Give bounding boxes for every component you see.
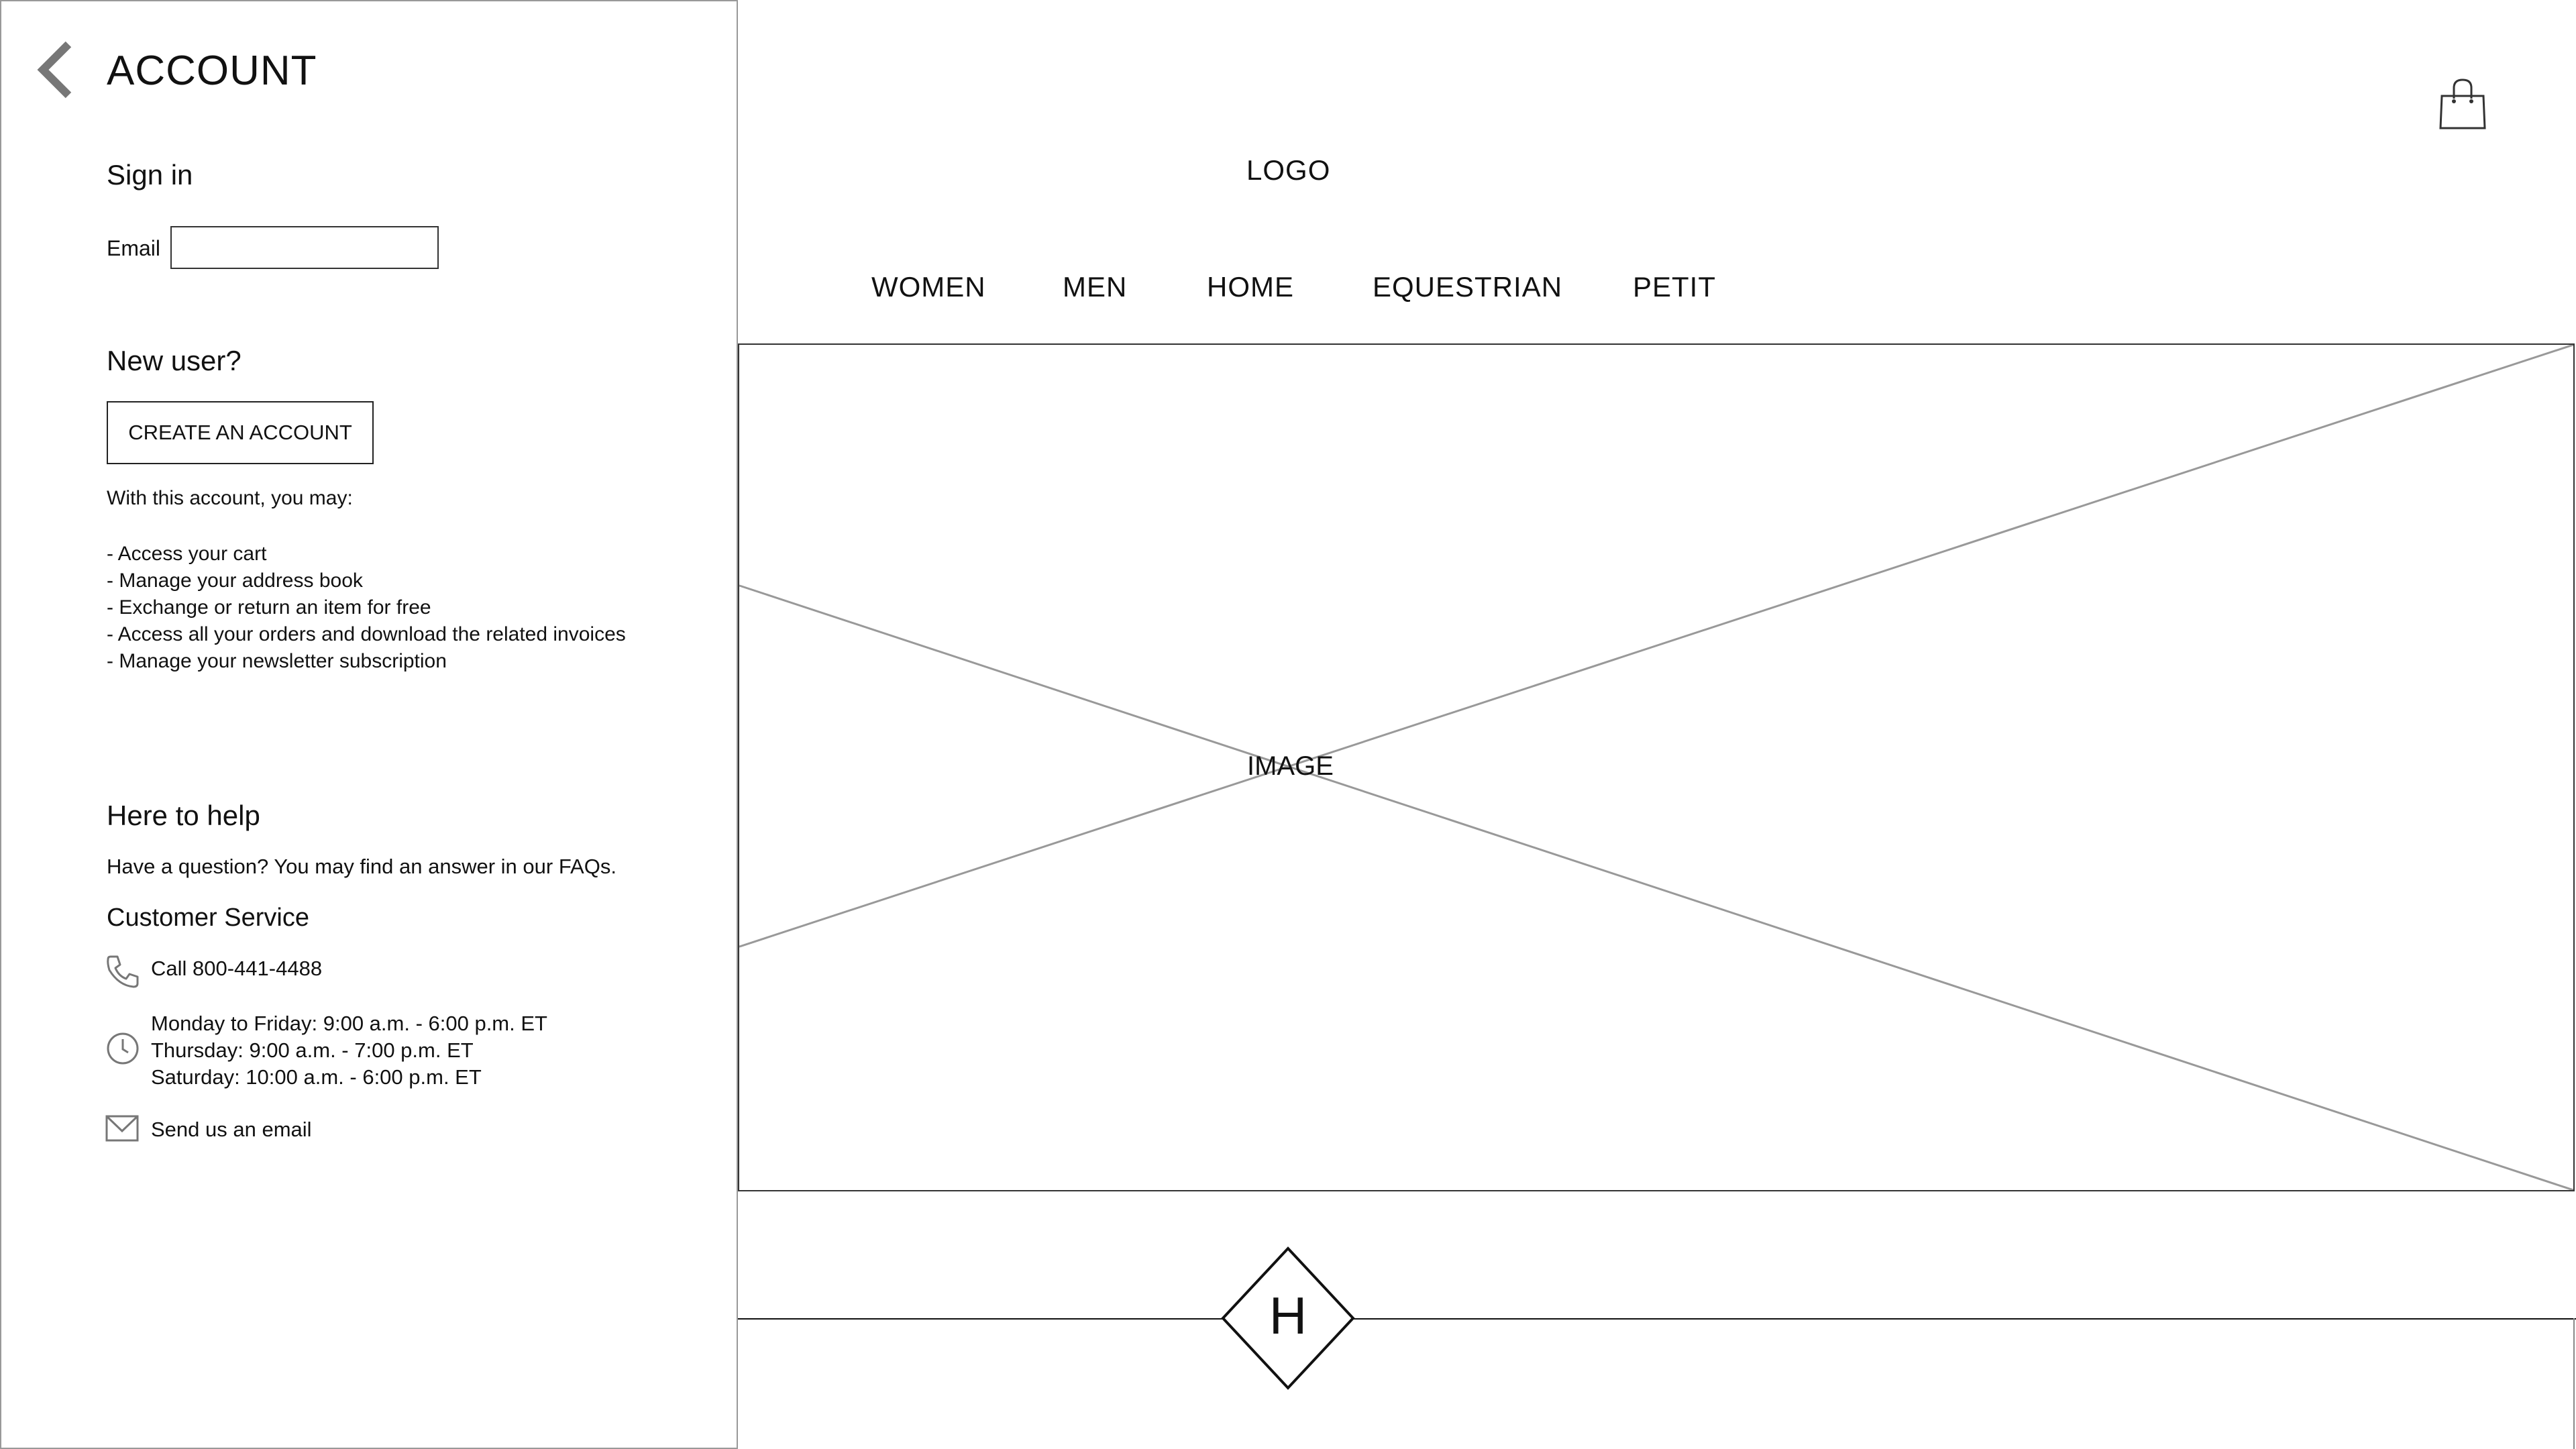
- sign-in-heading: Sign in: [107, 159, 193, 191]
- send-email-link[interactable]: Send us an email: [151, 1118, 312, 1141]
- customer-service-heading: Customer Service: [107, 904, 309, 932]
- list-item: - Manage your newsletter subscription: [107, 650, 447, 672]
- create-account-button[interactable]: CREATE AN ACCOUNT: [107, 401, 374, 464]
- list-item: - Manage your address book: [107, 570, 363, 592]
- hero-image-label: IMAGE: [1247, 751, 1334, 781]
- shopping-bag-icon[interactable]: [2438, 77, 2487, 131]
- panel-title: ACCOUNT: [107, 48, 317, 94]
- footer-edge: [2573, 1318, 2575, 1449]
- nav-item-men[interactable]: MEN: [1063, 271, 1128, 303]
- list-item: - Exchange or return an item for free: [107, 596, 431, 619]
- site-logo[interactable]: LOGO: [1246, 154, 1331, 186]
- new-user-heading: New user?: [107, 345, 241, 376]
- image-placeholder-cross: [739, 345, 2573, 1190]
- email-label: Email: [107, 236, 161, 260]
- nav-item-home[interactable]: HOME: [1207, 271, 1294, 303]
- phone-icon: [107, 955, 139, 988]
- faq-text[interactable]: Have a question? You may find an answer …: [107, 855, 616, 878]
- opening-hours: Monday to Friday: 9:00 a.m. - 6:00 p.m. …: [151, 1010, 547, 1091]
- hero-image-placeholder[interactable]: IMAGE: [738, 343, 2575, 1191]
- hours-line: Saturday: 10:00 a.m. - 6:00 p.m. ET: [151, 1065, 482, 1089]
- nav-item-women[interactable]: WOMEN: [871, 271, 986, 303]
- list-item: - Access your cart: [107, 543, 267, 565]
- chevron-left-icon[interactable]: [35, 40, 75, 99]
- email-field[interactable]: [170, 226, 439, 269]
- nav-item-petit[interactable]: PETIT: [1633, 271, 1717, 303]
- brand-letter: H: [1269, 1286, 1307, 1345]
- account-panel: ACCOUNT Sign in Email New user? CREATE A…: [0, 0, 738, 1449]
- nav-item-equestrian[interactable]: EQUESTRIAN: [1373, 271, 1563, 303]
- hours-line: Monday to Friday: 9:00 a.m. - 6:00 p.m. …: [151, 1012, 547, 1035]
- help-heading: Here to help: [107, 800, 260, 831]
- brand-diamond-icon[interactable]: H: [1218, 1244, 1358, 1392]
- clock-icon: [107, 1032, 139, 1065]
- envelope-icon: [105, 1115, 139, 1142]
- phone-link[interactable]: Call 800-441-4488: [151, 957, 323, 980]
- benefits-list: - Access your cart - Manage your address…: [107, 541, 626, 675]
- footer-divider: [738, 1318, 2576, 1320]
- benefits-intro: With this account, you may:: [107, 487, 353, 509]
- hours-line: Thursday: 9:00 a.m. - 7:00 p.m. ET: [151, 1038, 474, 1062]
- list-item: - Access all your orders and download th…: [107, 623, 626, 645]
